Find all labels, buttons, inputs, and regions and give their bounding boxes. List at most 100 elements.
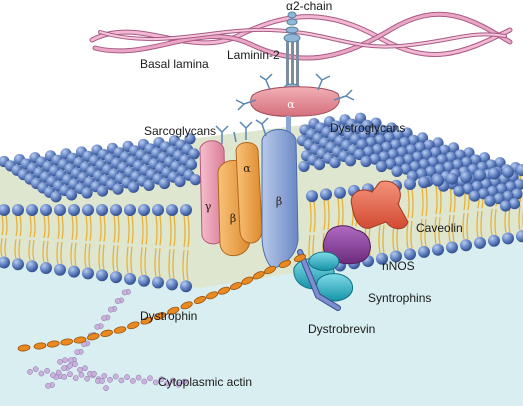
lipid-tail — [182, 250, 185, 281]
actin-monomer — [124, 374, 130, 380]
lipid-headgroup — [0, 256, 10, 269]
lipid-headgroup — [488, 234, 500, 247]
lipid-tail — [112, 245, 115, 272]
lipid-headgroup — [445, 151, 457, 163]
lipid-headgroup — [471, 180, 483, 193]
actin-monomer — [62, 357, 68, 364]
lipid-tail — [32, 239, 35, 261]
lipid-headgroup — [362, 146, 375, 158]
lipid-tail — [46, 240, 49, 263]
lipid-tail — [42, 240, 45, 263]
lipid-headgroup — [460, 171, 472, 184]
lipid-tail — [420, 219, 423, 247]
actin-monomer — [118, 377, 125, 384]
lipid-headgroup — [474, 169, 486, 182]
lipid-headgroup — [432, 137, 444, 149]
lipid-tail — [14, 239, 17, 259]
label-cytoplasmic-actin: Cytoplasmic actin — [158, 375, 252, 389]
lipid-headgroup — [494, 157, 506, 169]
lipid-headgroup — [502, 165, 514, 178]
lipid-headgroup — [65, 189, 78, 201]
lipid-tail — [85, 214, 88, 241]
actin-monomer — [108, 306, 114, 313]
lipid-tail — [183, 214, 186, 248]
lipid-headgroup — [385, 122, 398, 134]
dystrophin-segment — [127, 321, 140, 330]
dystrophin-segment — [264, 265, 276, 275]
actin-monomer — [130, 378, 136, 384]
lipid-headgroup — [184, 133, 196, 145]
lipid-tail — [113, 214, 116, 243]
greek-alpha-dystroglycan: α — [287, 98, 295, 111]
dystrophin-segment — [229, 282, 243, 290]
lipid-headgroup — [516, 164, 523, 177]
dystrophin-segment — [193, 296, 207, 304]
lipid-tail — [56, 241, 59, 264]
lipid-headgroup — [469, 154, 482, 166]
lipid-tail — [434, 217, 437, 244]
lipid-headgroup — [508, 198, 521, 210]
actin-monomer — [55, 369, 62, 376]
lipid-headgroup — [68, 204, 80, 216]
lipid-headgroup — [486, 185, 499, 198]
lipid-headgroup — [474, 236, 486, 249]
lipid-headgroup — [40, 262, 52, 274]
lipid-headgroup — [502, 232, 514, 245]
lipid-tail — [98, 244, 101, 270]
actin-monomer — [67, 357, 74, 364]
dystrophin-segment — [140, 316, 153, 325]
lipid-headgroup — [402, 153, 415, 166]
lipid-headgroup — [329, 157, 341, 169]
dystrophin-segment — [205, 291, 219, 300]
lipid-headgroup — [477, 188, 490, 200]
lipid-headgroup — [360, 155, 372, 168]
lipid-headgroup — [432, 174, 444, 187]
lipid-headgroup — [356, 139, 368, 151]
lipid-headgroup — [110, 204, 122, 216]
greek-beta-dystroglycan: β — [276, 195, 282, 208]
lipid-headgroup — [82, 267, 94, 280]
lipid-headgroup — [423, 139, 435, 151]
basal-lamina-strands — [89, 11, 513, 61]
label-caveolin: Caveolin — [416, 221, 463, 235]
dystrophin-segment — [293, 254, 307, 262]
cytoplasmic-actin — [27, 288, 188, 392]
label-sarcoglycans: Sarcoglycans — [144, 124, 216, 138]
lipid-tail — [309, 201, 312, 233]
lipid-headgroup — [389, 139, 402, 151]
dystrophin-segment — [241, 276, 254, 285]
lipid-tail — [116, 245, 119, 272]
dystrophin-segment — [278, 260, 292, 268]
lipid-headgroups — [0, 112, 523, 293]
lipid-headgroup — [380, 141, 393, 153]
lipid-headgroup — [68, 265, 80, 278]
dystrophin-segment — [113, 326, 127, 334]
lipid-tail — [43, 214, 46, 239]
lipid-tail — [145, 214, 148, 245]
lipid-tail — [126, 246, 129, 274]
lipid-tail — [74, 242, 77, 266]
lipid-headgroup — [418, 245, 430, 258]
lipid-headgroup — [188, 148, 200, 160]
lipid-headgroup — [446, 172, 458, 185]
lipid-headgroup — [418, 158, 430, 170]
lipid-tail — [131, 214, 134, 244]
lipid-tail — [382, 225, 385, 253]
laminin2-rod — [283, 11, 301, 93]
syntrophins — [293, 251, 354, 302]
lipid-tail — [508, 207, 511, 233]
lipid-tail — [411, 188, 414, 219]
actin-monomer — [103, 385, 109, 392]
lipid-tail — [476, 211, 479, 238]
lipid-headgroup — [54, 263, 66, 276]
lipid-headgroup — [433, 163, 446, 175]
actin-monomer — [91, 370, 97, 377]
lipid-headgroup — [344, 155, 357, 167]
actin-monomer — [67, 362, 73, 369]
lipid-headgroup — [26, 204, 38, 216]
lipid-tail — [438, 217, 441, 244]
actin-monomer — [147, 375, 153, 382]
lipid-tail — [159, 214, 162, 246]
actin-monomer — [181, 378, 188, 385]
alpha-dystroglycan — [235, 73, 355, 117]
